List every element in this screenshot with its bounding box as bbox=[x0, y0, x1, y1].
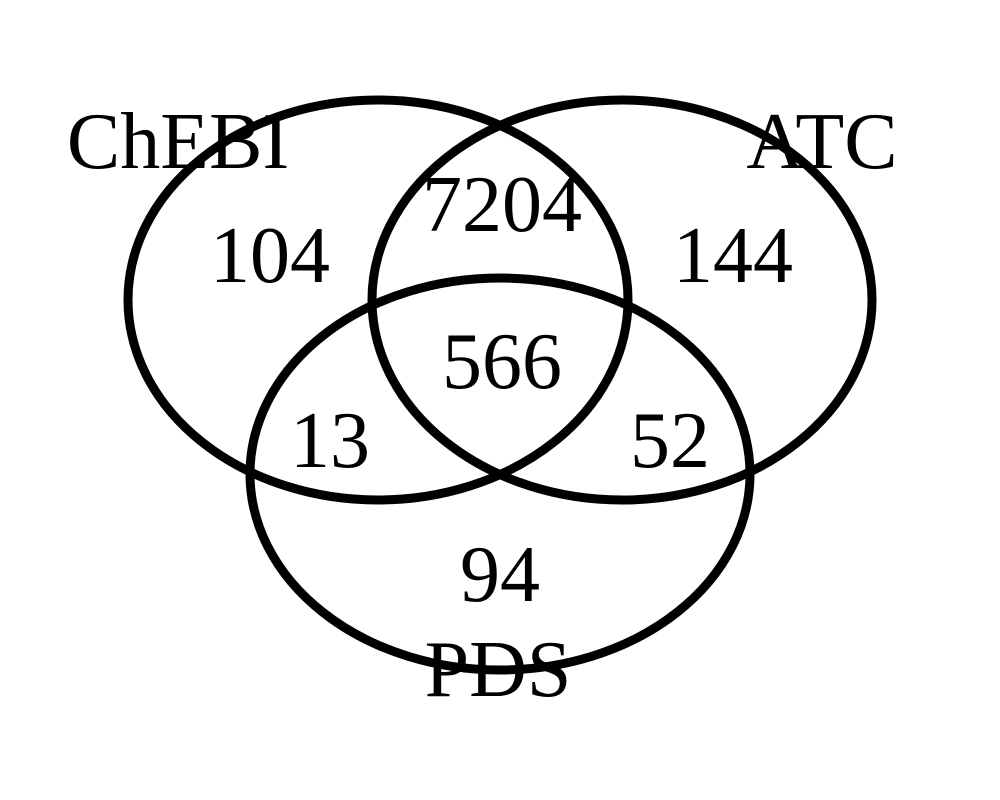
atc-only-count: 144 bbox=[673, 212, 793, 300]
chebi-pds-count: 13 bbox=[290, 397, 370, 485]
pds-only-count: 94 bbox=[460, 531, 540, 619]
all-three-count: 566 bbox=[442, 318, 562, 406]
atc-circle bbox=[367, 95, 877, 505]
pds-circle bbox=[245, 273, 755, 675]
atc-pds-count: 52 bbox=[630, 397, 710, 485]
pds-set-label: PDS bbox=[425, 626, 572, 714]
chebi-atc-count: 7204 bbox=[422, 161, 582, 249]
atc-set-label: ATC bbox=[746, 98, 897, 186]
chebi-circle bbox=[123, 95, 633, 505]
chebi-set-label: ChEBI bbox=[67, 98, 289, 186]
chebi-only-count: 104 bbox=[210, 212, 330, 300]
